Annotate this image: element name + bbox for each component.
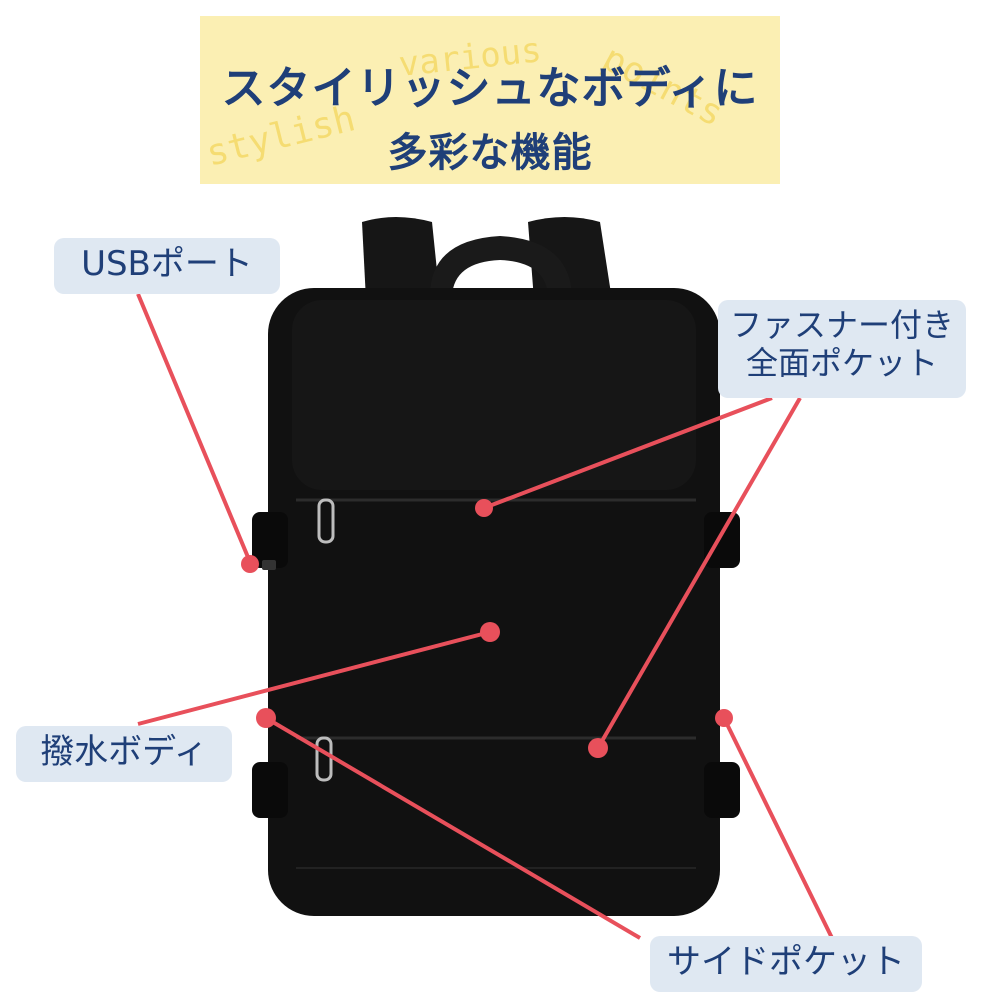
title-line-1: スタイリッシュなボディに [221, 63, 759, 114]
right-lower-buckle [704, 762, 740, 818]
water-callout-dot [480, 622, 500, 642]
upper-zipper-pull [317, 498, 335, 544]
fastener-lower-callout-dot [588, 738, 608, 758]
front-pocket-label: ファスナー付き 全面ポケット [718, 300, 966, 398]
side-pocket-callout-line-left [264, 716, 642, 940]
top-handle [430, 236, 572, 296]
front-pocket-label-line2: 全面ポケット [745, 344, 938, 383]
left-shoulder-strap [362, 217, 440, 300]
side-pocket-left-dot [256, 708, 276, 728]
front-pocket-callout-dot [475, 499, 493, 517]
banner-decoration: stylish various points [202, 30, 730, 175]
side-pocket-right-dot [715, 709, 733, 727]
callout-lines [136, 293, 834, 940]
usb-port [262, 560, 276, 570]
usb-callout-line [136, 293, 252, 563]
left-upper-buckle [252, 512, 288, 568]
title-line-2: 多彩な機能 [387, 130, 593, 176]
right-upper-buckle [704, 512, 740, 568]
usb-port-label: USBポート [54, 238, 280, 294]
header-banner: stylish various points スタイリッシュなボディに 多彩な機… [200, 16, 780, 184]
water-repellent-label: 撥水ボディ [16, 726, 232, 782]
front-pocket-label-line1: ファスナー付き [729, 306, 954, 344]
side-pocket-callout-line-right [722, 717, 834, 939]
front-pocket-callout-line [483, 396, 773, 510]
lower-zipper-pull [315, 736, 333, 782]
water-callout-line [137, 630, 491, 726]
side-pocket-label: サイドポケット [650, 936, 922, 992]
fastener-lower-callout-line [596, 397, 802, 749]
bag-top-panel [292, 300, 696, 490]
usb-callout-dot [241, 555, 259, 573]
callout-dots [241, 499, 733, 758]
left-lower-buckle [252, 762, 288, 818]
